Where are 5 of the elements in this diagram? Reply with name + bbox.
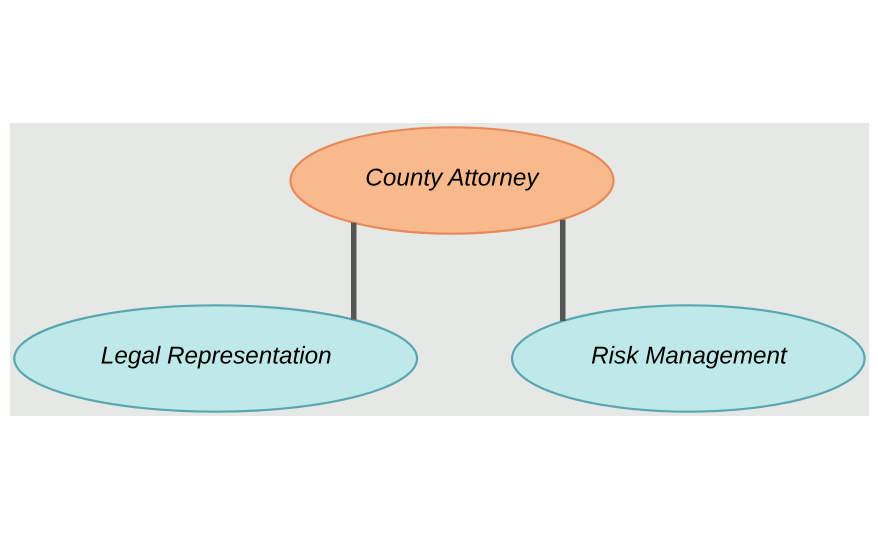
connector [559,219,565,321]
connector [350,222,356,320]
node-ellipse: County Attorney [288,126,614,234]
node-ellipse: Legal Representation [12,304,418,412]
node-ellipse: Risk Management [510,304,866,412]
